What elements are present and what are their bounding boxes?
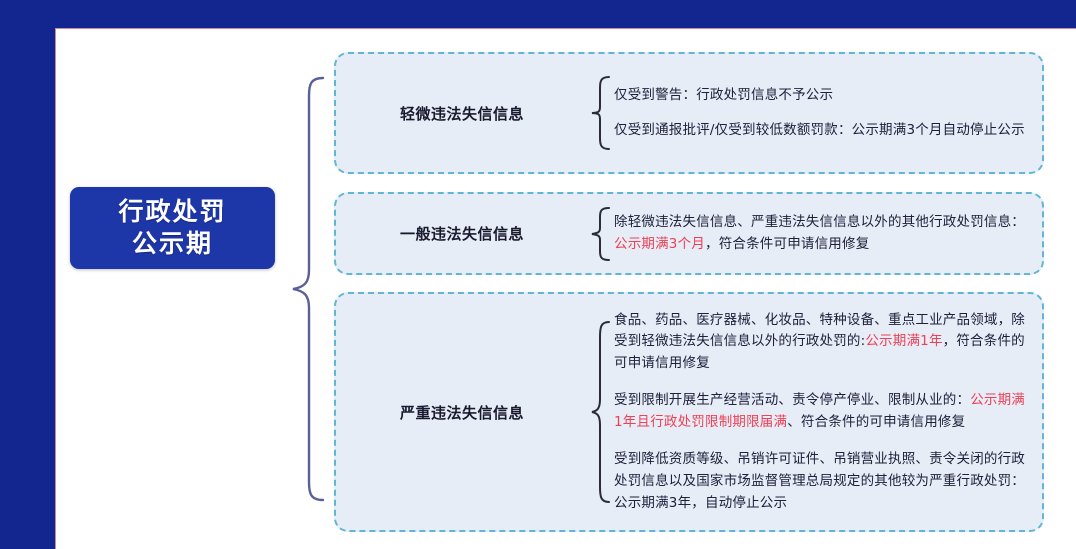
section-label-severe: 严重违法失信信息 — [399, 403, 524, 422]
section-brace-icon-2 — [588, 319, 614, 505]
section-box-general: 一般违法失信信息 除轻微违法失信信息、严重违法失信信息以外的其他行政处罚信息： 公… — [334, 192, 1044, 275]
item-text: 受到降低资质等级、吊销许可证件、吊销营业执照、责令关闭的行政处罚信息以及国家市场… — [614, 450, 1025, 511]
diagram-title-box: 行政处罚 公示期 — [70, 187, 275, 269]
section-brace-icon-1 — [588, 205, 614, 263]
list-item: 受到限制开展生产经营活动、责令停产停业、限制从业的：公示期满1年且行政处罚限制期… — [614, 390, 1028, 434]
section-items-1: 除轻微违法失信信息、严重违法失信信息以外的其他行政处罚信息： 公示期满3个月，符合… — [614, 212, 1042, 256]
section-items-0: 仅受到警告：行政处罚信息不予公示 仅受到通报批评/仅受到较低数额罚款：公示期满3… — [614, 85, 1042, 142]
item-text: 仅受到警告：行政处罚信息不予公示 — [614, 86, 834, 103]
item-text: 食品、药品、医疗器械、化妆品、特种设备、重点工业产品领域，除受到轻微违法失信信息… — [614, 311, 1025, 350]
frame-corner-accent — [0, 521, 55, 549]
item-text: ，符合条件可申请信用修复 — [705, 235, 870, 252]
list-item: 仅受到通报批评/仅受到较低数额罚款：公示期满3个月自动停止公示 — [614, 120, 1028, 142]
item-text: 除轻微违法失信信息、严重违法失信信息以外的其他行政处罚信息： — [614, 213, 1025, 230]
item-text-highlight: 公示期满1年且行政处罚限制期限届满 — [614, 392, 1026, 430]
item-text: 、符合条件的可申请信用修复 — [787, 414, 966, 430]
list-item: 食品、药品、医疗器械、化妆品、特种设备、重点工业产品领域，除受到轻微违法失信信息… — [614, 310, 1028, 376]
section-label-general: 一般违法失信信息 — [399, 225, 524, 243]
title-line-1: 行政处罚 — [118, 197, 227, 226]
section-brace-icon-0 — [588, 74, 614, 152]
list-item: 除轻微违法失信信息、严重违法失信信息以外的其他行政处罚信息： 公示期满3个月，符合… — [614, 212, 1028, 256]
section-label-minor: 轻微违法失信信息 — [399, 104, 524, 123]
diagram-canvas: 行政处罚 公示期 轻微违法失信信息 仅受到警告：行政处罚信息不予公示 — [55, 28, 1076, 549]
list-item: 受到降低资质等级、吊销许可证件、吊销营业执照、责令关闭的行政处罚信息以及国家市场… — [614, 449, 1028, 515]
list-item: 仅受到警告：行政处罚信息不予公示 — [614, 85, 1028, 107]
item-text: 受到限制开展生产经营活动、责令停产停业、限制从业的： — [614, 392, 971, 409]
section-box-minor: 轻微违法失信信息 仅受到警告：行政处罚信息不予公示 仅受到通报批评/仅受到较低数… — [334, 52, 1044, 174]
main-brace-icon — [292, 76, 325, 502]
item-text: ，符合条件的可申请信用修复 — [614, 333, 1025, 372]
title-line-2: 公示期 — [131, 229, 213, 258]
item-text: 仅受到通报批评/仅受到较低数额罚款：公示期满3个月自动停止公示 — [614, 121, 1025, 138]
section-items-2: 食品、药品、医疗器械、化妆品、特种设备、重点工业产品领域，除受到轻微违法失信信息… — [614, 310, 1042, 515]
item-text-highlight: 公示期满1年 — [865, 333, 943, 350]
item-text-highlight: 公示期满3个月 — [614, 235, 705, 252]
section-box-severe: 严重违法失信信息 食品、药品、医疗器械、化妆品、特种设备、重点工业产品领域，除受… — [334, 292, 1044, 532]
